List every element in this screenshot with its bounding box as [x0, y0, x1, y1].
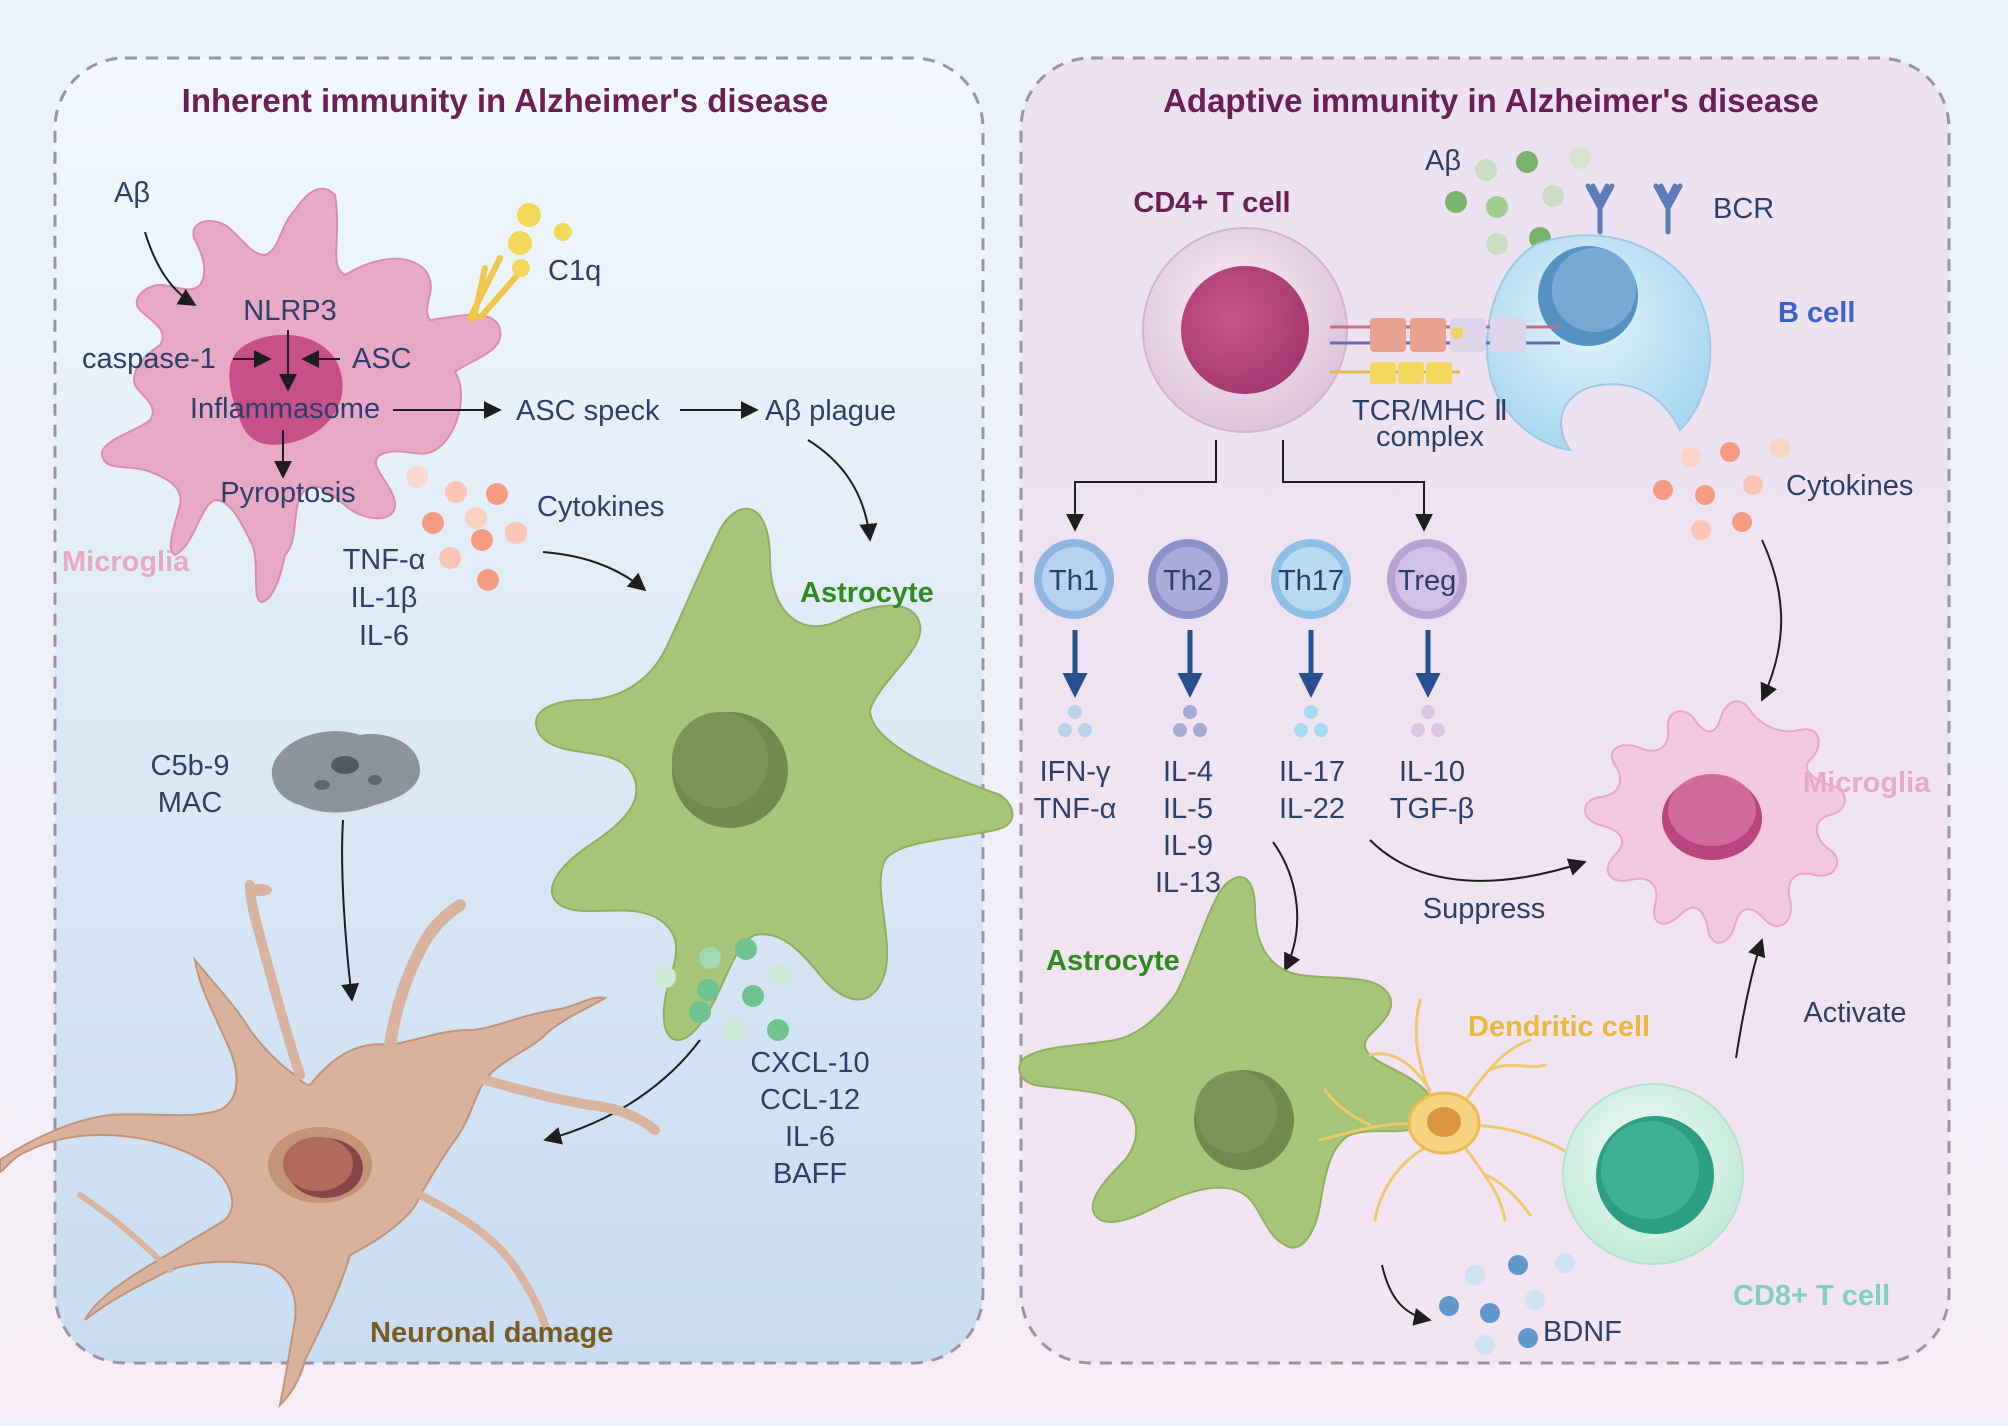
bcr-label: BCR [1713, 193, 1774, 225]
left-panel-title: Inherent immunity in Alzheimer's disease [182, 82, 829, 119]
th17-subset [1271, 539, 1351, 619]
th2-subset [1148, 539, 1228, 619]
treg-label: Treg [1398, 565, 1457, 597]
cytokine-il6: IL-6 [359, 620, 409, 652]
astrocyte-cell-right [1018, 876, 1436, 1249]
astrocyte-to-neuron-arrow [543, 1039, 701, 1145]
th1-output-2: TNF-α [1034, 793, 1117, 825]
cd4-t-cell [1142, 227, 1348, 433]
th2-output-1: IL-4 [1163, 756, 1213, 788]
bcr-receptor-icon [1585, 183, 1683, 235]
astrocyte-label-right: Astrocyte [1046, 945, 1180, 977]
th17-output-2: IL-22 [1279, 793, 1345, 825]
activate-label: Activate [1803, 997, 1906, 1029]
dendritic-label: Dendritic cell [1468, 1011, 1650, 1043]
th2-output-4: IL-13 [1155, 867, 1221, 899]
th2-label: Th2 [1163, 565, 1213, 597]
suppress-label: Suppress [1423, 893, 1546, 925]
treg-subset [1387, 539, 1467, 619]
mac-complex-icon [271, 731, 420, 813]
chemokine-ccl12: CCL-12 [760, 1084, 860, 1116]
b-cell [1486, 234, 1712, 452]
th2-output-2: IL-5 [1163, 793, 1213, 825]
bcell-label: B cell [1778, 297, 1855, 329]
astrocyte-cell-left [535, 507, 1014, 1042]
cd4-label: CD4+ T cell [1133, 187, 1290, 219]
cd8-t-cell [1562, 1083, 1744, 1265]
cd4-to-th1-connector [1066, 440, 1217, 532]
microglia-label-left: Microglia [62, 546, 190, 578]
th17-label: Th17 [1278, 565, 1344, 597]
cytokine-tnf: TNF-α [343, 544, 426, 576]
microglia-label-right: Microglia [1803, 767, 1931, 799]
tcr-mhc-complex [1330, 318, 1560, 384]
caspase-label: caspase-1 [82, 343, 216, 375]
abeta-plaque-label: Aβ plague [765, 395, 896, 427]
asc-label: ASC [352, 343, 412, 375]
cytokine-il1b: IL-1β [351, 582, 418, 614]
th-to-astrocyte-arrow [1272, 841, 1301, 972]
chemokine-il6: IL-6 [785, 1121, 835, 1153]
th2-cytokine-dots [1173, 705, 1207, 737]
neuron-cell [0, 880, 660, 1409]
cytokines-label-right: Cytokines [1786, 470, 1913, 502]
plaque-to-astrocyte-arrow [807, 439, 878, 542]
treg-output-1: IL-10 [1399, 756, 1465, 788]
abeta-to-microglia-arrow [144, 231, 197, 306]
right-panel-title: Adaptive immunity in Alzheimer's disease [1163, 82, 1819, 119]
treg-cytokine-dots [1411, 705, 1445, 737]
c1q-label: C1q [548, 255, 601, 287]
inflammasome-label: Inflammasome [190, 393, 380, 425]
tcr-label-1: TCR/MHC Ⅱ [1352, 395, 1508, 427]
abeta-label-right: Aβ [1425, 145, 1461, 177]
abeta-dots-right [1445, 147, 1591, 255]
bdnf-label: BDNF [1543, 1316, 1622, 1348]
bdnf-dots [1439, 1253, 1575, 1355]
cd4-to-treg-connector [1282, 440, 1433, 532]
cytokine-dots-right [1653, 438, 1790, 540]
cytokines-label-left: Cytokines [537, 491, 664, 523]
tcr-label-2: complex [1376, 421, 1484, 453]
mac-to-neuron-arrow [341, 819, 360, 1002]
th1-subset [1034, 539, 1114, 619]
bcell-to-microglia-arrow [1760, 539, 1783, 702]
asc-speck-label: ASC speck [516, 395, 660, 427]
pyroptosis-label: Pyroptosis [220, 477, 355, 509]
th2-output-3: IL-9 [1163, 830, 1213, 862]
nlrp3-label: NLRP3 [243, 295, 337, 327]
neuronal-damage-label: Neuronal damage [370, 1317, 613, 1349]
chemokine-cxcl10: CXCL-10 [750, 1047, 869, 1079]
th1-label: Th1 [1049, 565, 1099, 597]
th17-output-1: IL-17 [1279, 756, 1345, 788]
suppress-arrow [1369, 839, 1587, 882]
astrocyte-to-bdnf-arrow [1381, 1264, 1432, 1326]
microglia-cell-right [1584, 700, 1846, 944]
cytokines-to-astrocyte-arrow [542, 551, 647, 592]
cytokine-dots-left [406, 466, 527, 591]
mac-c5b9: C5b-9 [151, 750, 230, 782]
chemokine-baff: BAFF [773, 1158, 847, 1190]
th1-cytokine-dots [1058, 705, 1092, 737]
cd8-label: CD8+ T cell [1733, 1280, 1890, 1312]
cd8-to-microglia-arrow [1735, 938, 1766, 1059]
treg-output-2: TGF-β [1390, 793, 1474, 825]
mac-label: MAC [158, 787, 222, 819]
dendritic-cell [1318, 998, 1582, 1222]
chemokine-dots [654, 938, 791, 1041]
astrocyte-label-left: Astrocyte [800, 577, 934, 609]
th17-cytokine-dots [1294, 705, 1328, 737]
th1-output-1: IFN-γ [1040, 756, 1111, 788]
c1q-icon [467, 203, 572, 321]
abeta-label-left: Aβ [114, 177, 150, 209]
